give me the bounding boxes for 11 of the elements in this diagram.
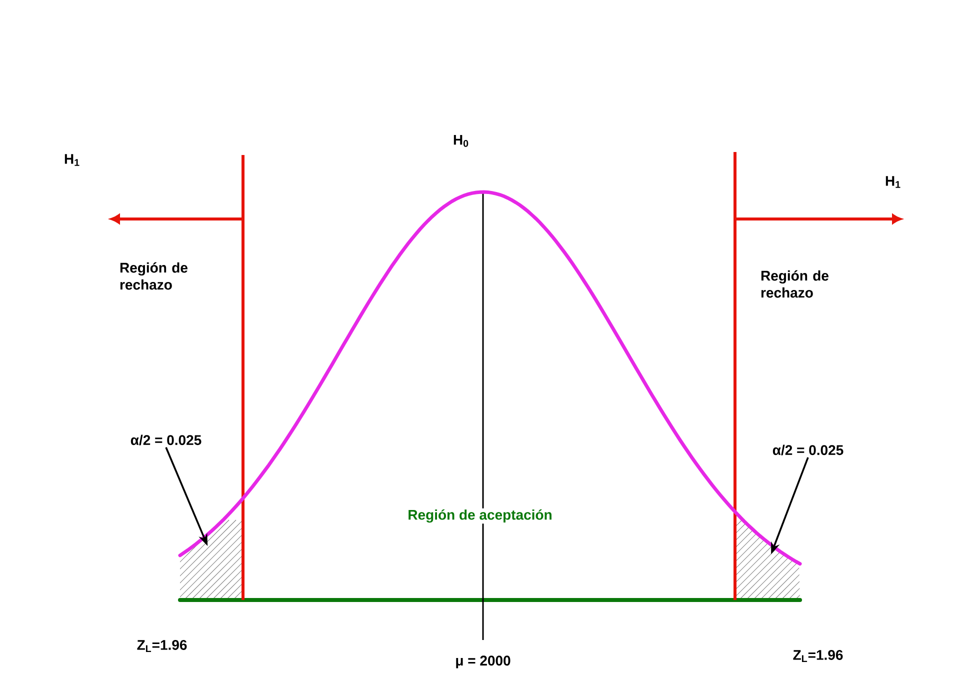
region-label: Región de rechazo	[120, 262, 188, 290]
value-label: α/2 = 0.025	[130, 434, 202, 446]
mean-value: μ = 2000	[456, 656, 510, 668]
critical-value: Z$_{L}$=1.96	[793, 650, 843, 662]
value-label: α/2 = 0.025	[772, 444, 844, 456]
hypothesis-label: H$_{1}$	[64, 154, 80, 166]
region-label: Región de aceptación	[406, 508, 554, 524]
hypothesis-label: H$_{1}$	[886, 176, 900, 188]
critical-value: Z$_{L}$=1.96	[137, 640, 187, 652]
hypothesis-label: H$_{0}$	[454, 135, 468, 147]
region-label: Región de rechazo	[761, 270, 828, 298]
